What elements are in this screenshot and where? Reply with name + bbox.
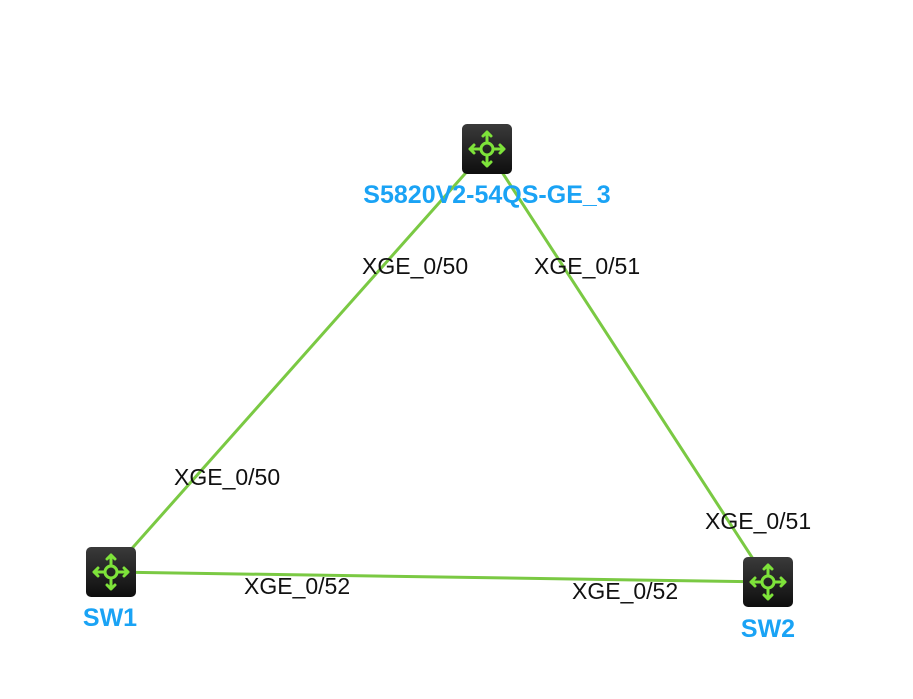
port-label: XGE_0/51 <box>705 508 812 534</box>
device-sw1[interactable] <box>86 547 136 597</box>
switch-icon <box>468 130 506 168</box>
device-label-core[interactable]: S5820V2-54QS-GE_3 <box>363 181 611 209</box>
device-label-sw1[interactable]: SW1 <box>82 604 138 632</box>
link-core-sw1[interactable] <box>109 148 489 573</box>
port-label: XGE_0/52 <box>244 573 351 599</box>
device-core-switch[interactable] <box>462 124 512 174</box>
switch-icon <box>749 563 787 601</box>
switch-icon <box>92 553 130 591</box>
device-label-sw2[interactable]: SW2 <box>740 615 796 643</box>
device-sw2[interactable] <box>743 557 793 607</box>
link-sw1-sw2[interactable] <box>110 570 769 584</box>
port-label: XGE_0/52 <box>572 578 679 604</box>
link-core-sw2[interactable] <box>485 148 770 583</box>
port-label: XGE_0/50 <box>362 253 469 279</box>
port-label: XGE_0/50 <box>174 464 281 490</box>
port-label: XGE_0/51 <box>534 253 641 279</box>
